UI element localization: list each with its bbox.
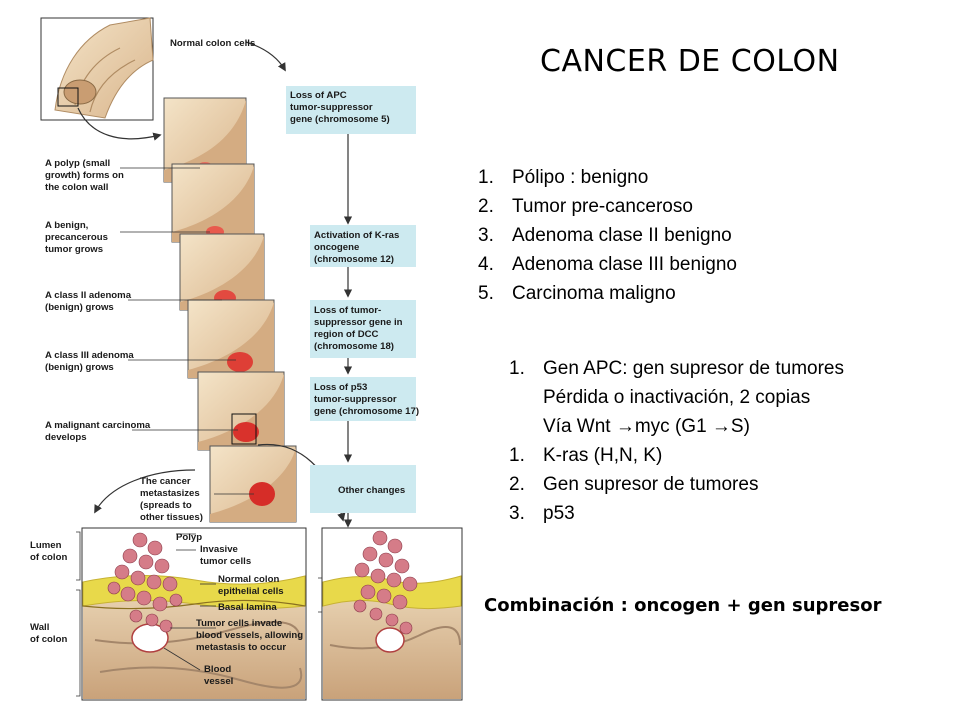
label-basal-lamina: Basal lamina [218,602,277,613]
label-benign-tumor: A benign, precancerous tumor grows [45,220,111,255]
label-epithelial: Normal colon epithelial cells [218,574,284,597]
box-p53: Loss of p53 tumor-suppressor gene (chrom… [314,382,419,417]
gene-boxes [286,86,416,528]
list-item: 1.K-ras (H,N, K) [509,445,663,466]
flow-arrow-top [245,41,286,72]
label-metastasizes: The cancer metastasizes (spreads to othe… [140,476,203,523]
list-item: 2.Tumor pre-canceroso [478,196,693,217]
normal-cells-label: Normal colon cells [170,38,255,49]
label-polyp-detail: Polyp [176,532,202,543]
list-item: 1. Gen APC: gen supresor de tumores Pérd… [509,358,844,437]
genes-list: 1. Gen APC: gen supresor de tumores Pérd… [509,354,844,528]
box-dcc: Loss of tumor- suppressor gene in region… [314,305,405,352]
box-other-changes: Other changes [338,485,405,496]
leader-lines [120,167,254,495]
tumor-cell-cluster-left [107,532,183,633]
colon-cancer-progression-figure: Normal colon cells A polyp (small growth… [30,17,463,701]
box-kras: Activation of K-ras oncogene (chromosome… [314,230,402,265]
label-invade: Tumor cells invade blood vessels, allowi… [196,618,306,653]
label-carcinoma: A malignant carcinoma develops [45,420,153,443]
box-apc: Loss of APC tumor-suppressor gene (chrom… [290,90,390,125]
label-polyp: A polyp (small growth) forms on the colo… [45,158,127,193]
tissue-panels [163,97,297,523]
list-item: 1.Pólipo : benigno [478,167,649,188]
colon-illustration [40,17,154,121]
label-class-iii: A class III adenoma (benign) grows [45,350,136,373]
tumor-cell-cluster-right [353,530,418,635]
label-blood-vessel: Blood vessel [204,664,234,687]
detail-right [321,527,463,701]
label-class-ii: A class II adenoma (benign) grows [45,290,134,313]
slide-title: CANCER DE COLON [540,44,840,79]
conclusion-text: Combinación : oncogen + gen supresor [484,595,882,616]
metastasis-arrow-left [94,469,196,514]
list-item: 2.Gen supresor de tumores [509,474,759,495]
list-item: 3.Adenoma clase II benigno [478,225,732,246]
label-lumen: Lumen of colon [30,540,67,563]
zoom-arrow [77,107,162,141]
list-item: 5.Carcinoma maligno [478,283,676,304]
list-item: 3.p53 [509,503,575,524]
label-invasive: Invasive tumor cells [200,544,251,567]
detail-brackets [76,531,323,697]
list-item: 4.Adenoma clase III benigno [478,254,737,275]
detail-left [81,527,307,701]
label-wall: Wall of colon [30,622,67,645]
stages-list: 1.Pólipo : benigno 2.Tumor pre-canceroso… [478,163,737,308]
